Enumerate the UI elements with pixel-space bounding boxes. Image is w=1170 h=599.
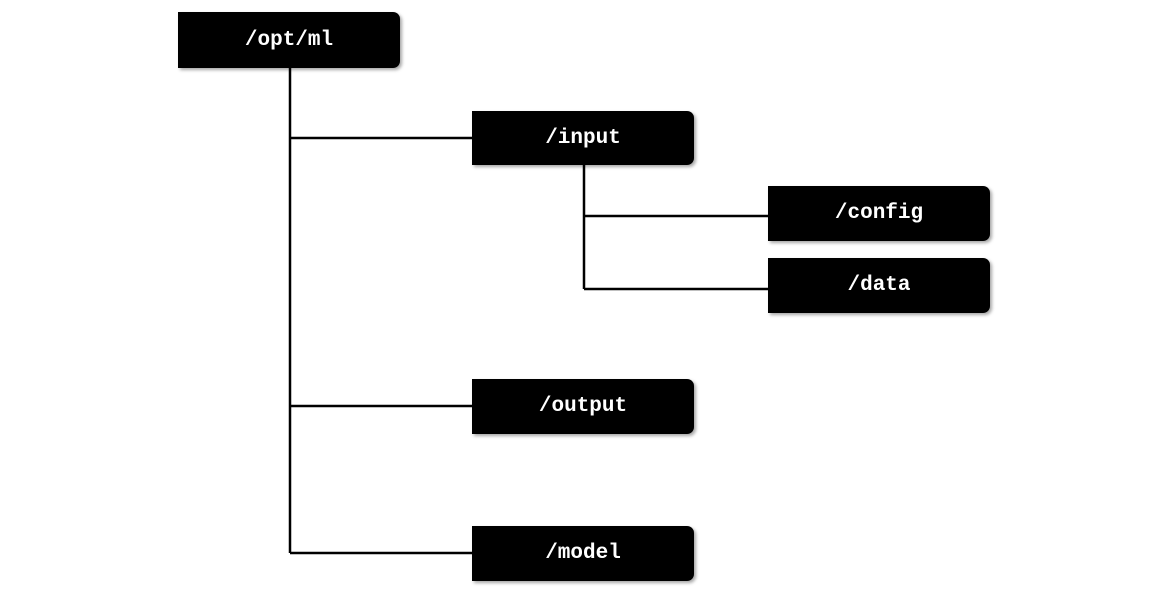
node-output: /output bbox=[472, 379, 694, 434]
node-input: /input bbox=[472, 111, 694, 165]
node-config: /config bbox=[768, 186, 990, 241]
node-config-label: /config bbox=[834, 202, 924, 225]
node-opt-ml-label: /opt/ml bbox=[244, 28, 334, 52]
node-input-label: /input bbox=[545, 126, 621, 150]
node-model: /model bbox=[472, 526, 694, 581]
node-data-label: /data bbox=[847, 274, 911, 297]
node-opt-ml: /opt/ml bbox=[178, 12, 400, 68]
node-model-label: /model bbox=[545, 542, 621, 565]
node-data: /data bbox=[768, 258, 990, 313]
node-output-label: /output bbox=[538, 395, 628, 418]
